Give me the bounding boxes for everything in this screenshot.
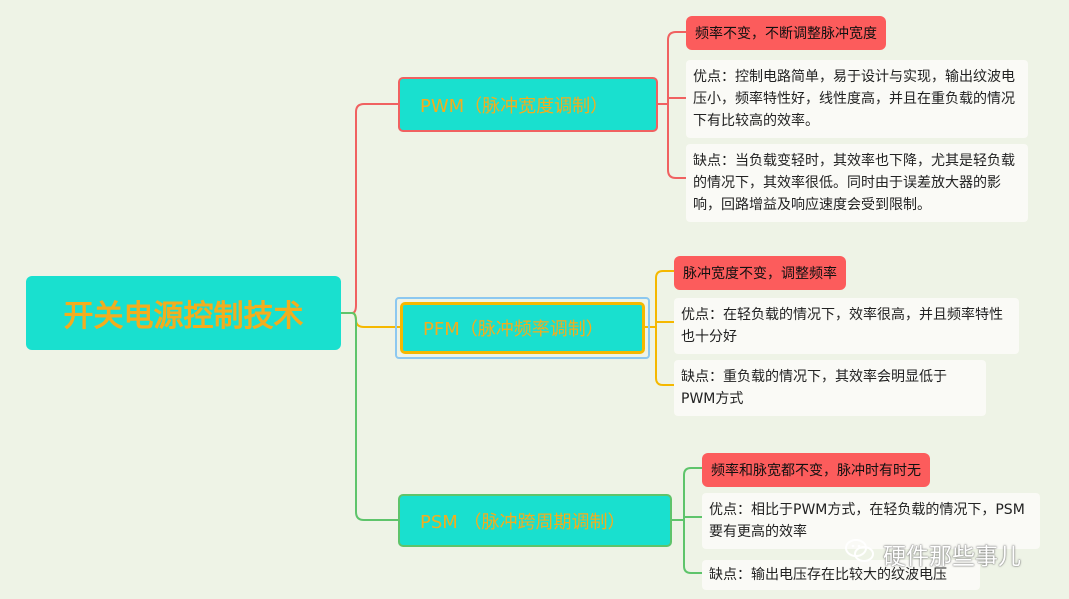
- pwm-disadvantages[interactable]: 缺点：当负载变轻时，其效率也下降，尤其是轻负载的情况下，其效率很低。同时由于误差…: [686, 144, 1028, 222]
- link-root-pfm: [341, 312, 400, 328]
- watermark: 硬件那些事儿: [845, 537, 1021, 571]
- branch-psm[interactable]: PSM （脉冲跨周期调制）: [398, 494, 672, 547]
- pwm-summary-tag[interactable]: 频率不变，不断调整脉冲宽度: [686, 16, 886, 50]
- link-psm-children: [672, 467, 702, 574]
- psm-advantages[interactable]: 优点：相比于PWM方式，在轻负载的情况下，PSM要有更高的效率: [702, 493, 1040, 549]
- pfm-summary-tag[interactable]: 脉冲宽度不变，调整频率: [674, 256, 846, 290]
- pfm-disadvantages[interactable]: 缺点：重负载的情况下，其效率会明显低于PWM方式: [674, 360, 986, 416]
- link-root-pwm: [341, 103, 398, 314]
- link-root-psm: [341, 312, 398, 521]
- psm-summary-tag[interactable]: 频率和脉宽都不变，脉冲时有时无: [702, 453, 930, 487]
- wechat-icon: [845, 538, 875, 570]
- watermark-text: 硬件那些事儿: [883, 544, 1021, 570]
- branch-pfm[interactable]: PFM（脉冲频率调制）: [400, 302, 645, 354]
- link-pwm-children: [658, 31, 686, 179]
- link-pfm-children: [645, 270, 674, 386]
- root-topic[interactable]: 开关电源控制技术: [26, 276, 341, 350]
- psm-disadvantages[interactable]: 缺点：输出电压存在比较大的纹波电压: [702, 560, 980, 590]
- pfm-advantages[interactable]: 优点：在轻负载的情况下，效率很高，并且频率特性也十分好: [674, 298, 1019, 354]
- selection-outline: [395, 297, 650, 359]
- pwm-advantages[interactable]: 优点：控制电路简单，易于设计与实现，输出纹波电压小，频率特性好，线性度高，并且在…: [686, 60, 1028, 138]
- branch-pwm[interactable]: PWM（脉冲宽度调制）: [398, 77, 658, 132]
